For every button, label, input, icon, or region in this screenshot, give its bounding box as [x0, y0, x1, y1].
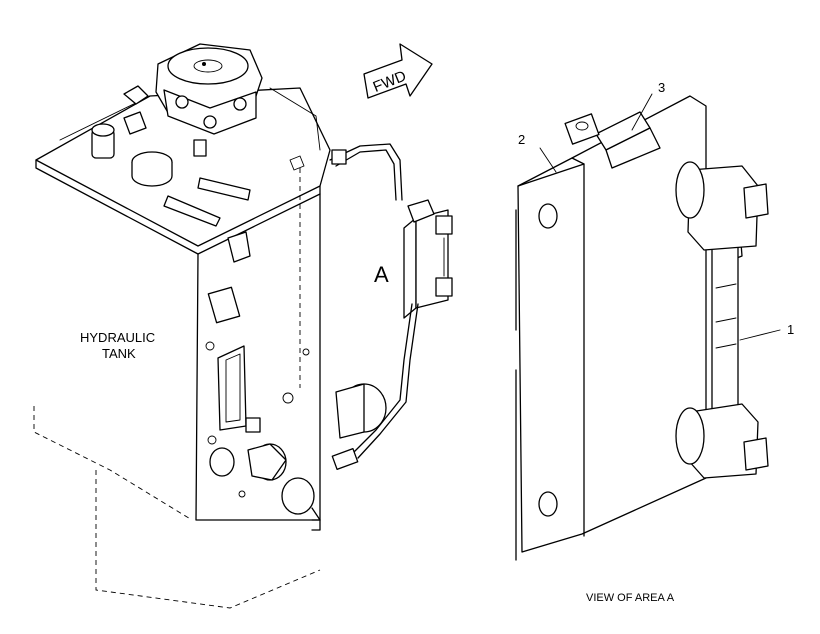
callout-1: 1 [787, 322, 794, 337]
left-fittings [91, 85, 305, 263]
sight-gauge [675, 161, 769, 479]
tank-front-details [205, 286, 321, 531]
tank-sight-gauge-assembly [329, 143, 453, 470]
callout-2: 2 [518, 132, 525, 147]
hydraulic-tank-label-line1: HYDRAULIC [80, 330, 155, 345]
gauge-bracket [515, 95, 707, 561]
filter-cap [131, 151, 173, 187]
area-a-callout: A [374, 262, 389, 287]
callout-3: 3 [658, 80, 665, 95]
hydraulic-tank [33, 87, 331, 609]
view-caption: VIEW OF AREA A [586, 592, 675, 604]
callout-leaders [539, 93, 781, 341]
fwd-arrow: FWD [363, 43, 433, 99]
hydraulic-tank-label-line2: TANK [102, 346, 136, 361]
pump-housing [155, 43, 263, 135]
